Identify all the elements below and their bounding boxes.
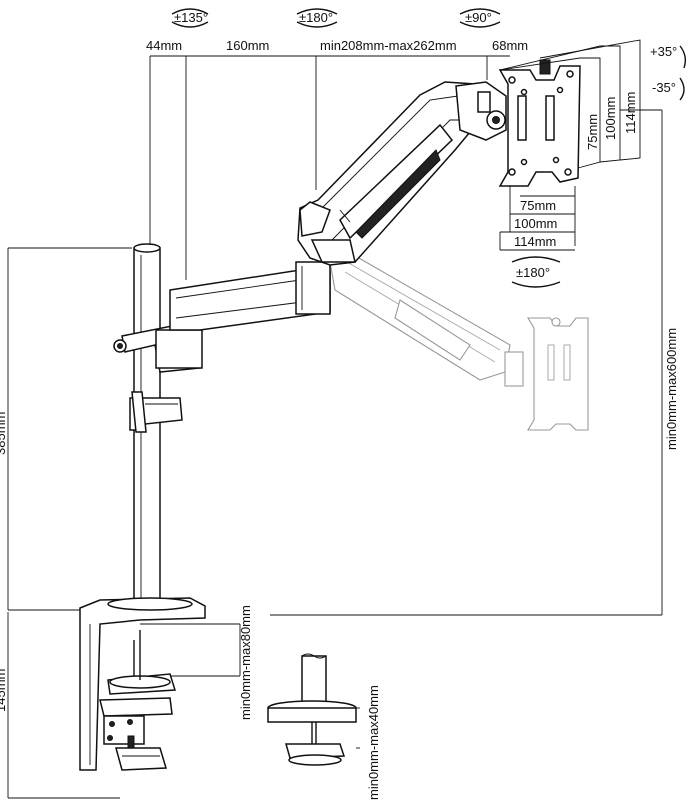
vesa-dimension-frames [499, 39, 641, 251]
tilt-down-label: -35° [652, 80, 676, 95]
rotation-arc-icons [171, 8, 687, 288]
first-arm [169, 261, 331, 331]
rotation-arc-icon [171, 8, 209, 15]
dim-clamp-height: 145mm [0, 669, 8, 712]
rotation-arc-icon [511, 256, 561, 263]
dim-plate-vertical-75: 75mm [585, 114, 600, 150]
dim-height-range: min0mm-max600mm [664, 328, 679, 450]
labels: ±135° ±180° ±90° ±180° +35° -35° 44mm 16… [0, 10, 679, 800]
tilt-arc-icon [679, 45, 687, 69]
clamp-height-dimension [7, 612, 120, 799]
pole-height-dimension [7, 247, 132, 611]
cable-clip [129, 391, 183, 433]
dim-plate-vertical-114: 114mm [623, 92, 638, 134]
rotation-arc-icon [296, 21, 338, 28]
rotation-label-135: ±135° [174, 10, 208, 25]
gas-spring-arm [297, 81, 481, 266]
pole-collar [113, 325, 203, 373]
dim-plate-horizontal-114: 114mm [514, 234, 556, 249]
ghost-arm [329, 249, 524, 387]
dim-grommet-thickness: min0mm-max40mm [366, 685, 381, 800]
dim-arm-second: min208mm-max262mm [320, 38, 457, 53]
dim-arm-first: 160mm [226, 38, 269, 53]
rotation-label-180-plate: ±180° [516, 265, 550, 280]
rotation-label-180-arm: ±180° [299, 10, 333, 25]
rotation-arc-icon [459, 21, 501, 28]
dim-post-offset: 44mm [146, 38, 182, 53]
dim-plate-horizontal-100: 100mm [514, 216, 557, 231]
rotation-arc-icon [511, 281, 561, 288]
top-dimension-lines [149, 55, 510, 280]
desk-clamp [79, 597, 206, 771]
height-range-dimension [270, 109, 663, 616]
rotation-arc-icon [296, 8, 338, 15]
tilt-joint [455, 81, 507, 141]
dim-plate-vertical-100: 100mm [603, 97, 618, 140]
desk-thickness-dimension [140, 623, 241, 677]
rotation-arc-icon [171, 21, 209, 28]
ghost-vesa-plate [527, 317, 589, 431]
grommet-mount [267, 653, 360, 766]
vesa-plate [498, 59, 581, 187]
rotation-arc-icon [459, 8, 501, 15]
dim-plate-horizontal-75: 75mm [520, 198, 556, 213]
tilt-arc-icon [679, 77, 685, 101]
dim-clamp-thickness: min0mm-max80mm [238, 605, 253, 720]
tilt-up-label: +35° [650, 44, 677, 59]
dim-head: 68mm [492, 38, 528, 53]
dim-pole-height: 385mm [0, 412, 8, 455]
rotation-label-90: ±90° [465, 10, 492, 25]
